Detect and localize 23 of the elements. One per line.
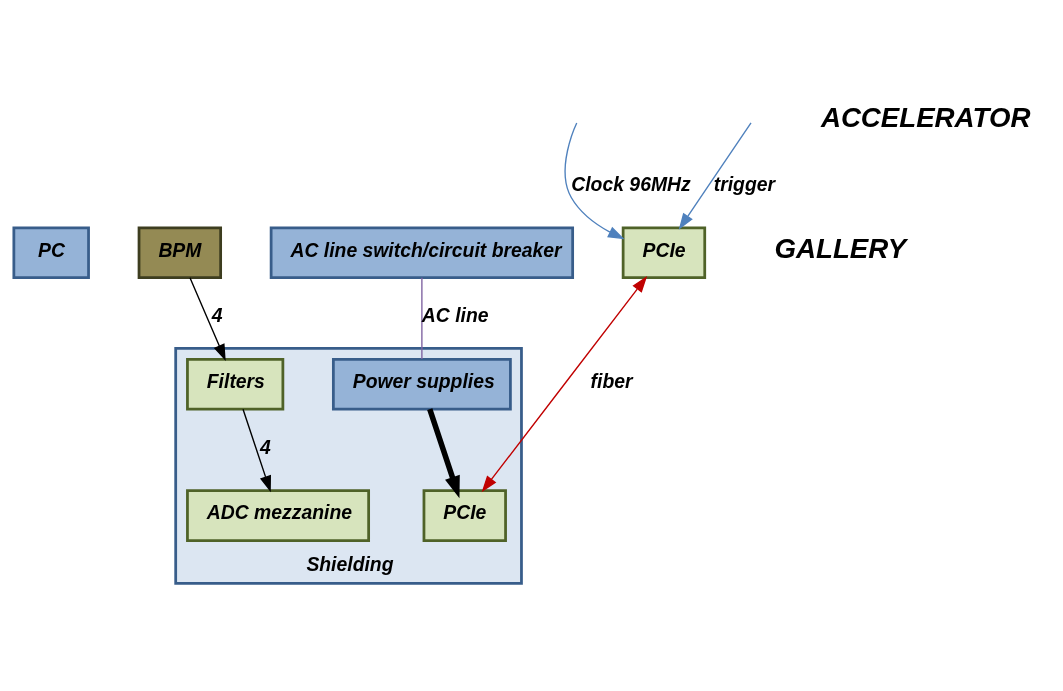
arrow	[189, 277, 226, 361]
edge-label: trigger	[713, 172, 776, 195]
label: GALLERY	[774, 233, 907, 265]
edge-label: fiber	[590, 369, 633, 392]
node-box: PCIe	[621, 226, 707, 280]
edge-label: 4	[211, 304, 223, 327]
node-box: AC line switch/circuit breaker	[269, 226, 575, 280]
node-box: Power supplies	[331, 357, 512, 411]
edge-label: AC line	[421, 304, 489, 327]
node-box: BPM	[137, 226, 223, 280]
connector	[421, 277, 423, 360]
node-box: PC	[12, 226, 90, 280]
node-box: PCIe	[422, 489, 507, 542]
node-box: ADC mezzanine	[186, 489, 370, 542]
label: ACCELERATOR	[820, 101, 1031, 133]
arrow	[481, 276, 648, 493]
edge-label: 4	[260, 435, 271, 458]
arrow	[242, 408, 271, 493]
arrow	[678, 122, 752, 230]
arrow	[564, 122, 625, 240]
arrow	[427, 408, 460, 499]
node-box: Filters	[186, 357, 285, 411]
edge-label: Clock 96MHz	[571, 172, 691, 195]
